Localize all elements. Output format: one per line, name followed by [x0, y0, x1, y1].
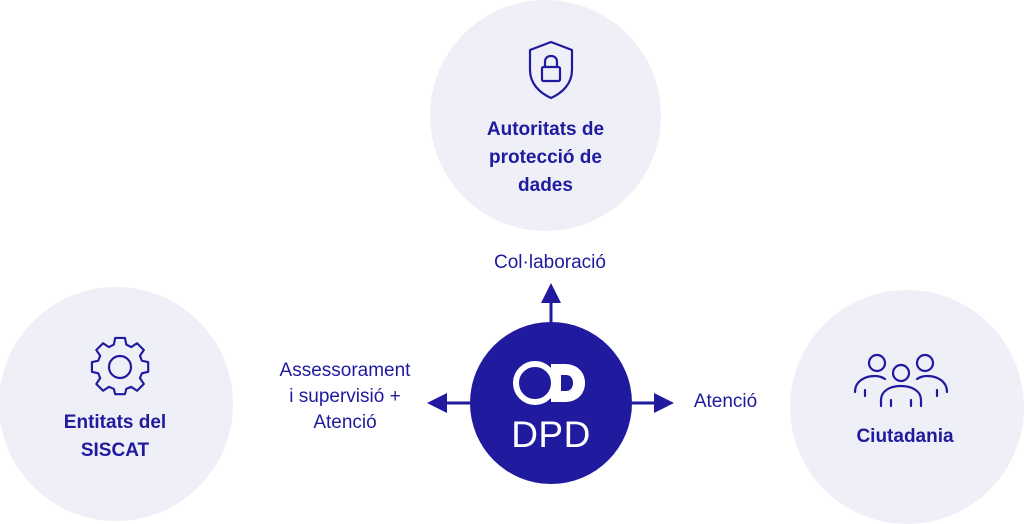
- gear-icon: [90, 336, 150, 396]
- top-node-label: Autoritats de protecció de dades: [486, 119, 605, 196]
- left-node-circle: [0, 287, 233, 521]
- dpd-logo-icon: [513, 361, 585, 405]
- edge-label-left: Assessorament i supervisió + Atenció: [279, 360, 411, 433]
- shield-lock-icon: [528, 40, 574, 100]
- right-node-label: Ciutadania: [856, 426, 954, 447]
- arrow-left-head: [427, 393, 447, 413]
- edge-label-right: Atenció: [693, 391, 758, 412]
- arrow-right-head: [654, 393, 674, 413]
- right-node-circle: [790, 290, 1024, 524]
- arrow-up-head: [541, 283, 561, 303]
- center-node-circle: [470, 322, 632, 484]
- left-node-label: Entitats del SISCAT: [63, 412, 167, 461]
- top-node-circle: [430, 0, 661, 231]
- edge-label-up: Col·laboració: [494, 252, 606, 273]
- center-node-label: DPD: [511, 414, 591, 455]
- people-group-icon: [853, 353, 949, 408]
